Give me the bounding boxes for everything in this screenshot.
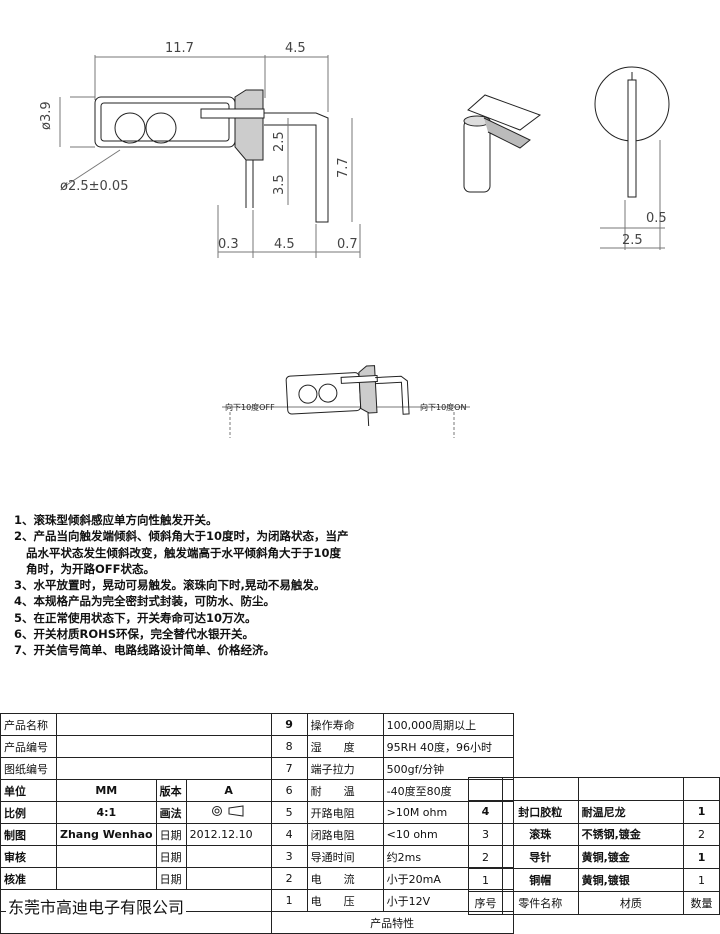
date-value: 2012.12.10 bbox=[185, 823, 272, 846]
part-no: 4 bbox=[468, 799, 503, 824]
parts-header-material: 材质 bbox=[577, 890, 685, 915]
dim-diameter: ø3.9 bbox=[39, 101, 54, 130]
spec-no: 3 bbox=[270, 845, 308, 868]
dim-11-7: 11.7 bbox=[165, 41, 194, 56]
part-material: 耐温尼龙 bbox=[577, 799, 685, 824]
spec-footer: 产品特性 bbox=[270, 911, 514, 934]
company-name: 东莞市高迪电子有限公司 bbox=[6, 894, 187, 918]
part-name: 铜帽 bbox=[501, 868, 579, 892]
date-label: 日期 bbox=[155, 845, 187, 868]
approve-value[interactable] bbox=[56, 867, 157, 890]
tilt-off-label: 向下10度OFF bbox=[225, 402, 275, 412]
scale-value: 4:1 bbox=[56, 801, 157, 824]
parts-header-qty: 数量 bbox=[683, 890, 720, 915]
spec-value: 500gf/分钟 bbox=[382, 757, 514, 780]
dim-2-5: 2.5 bbox=[272, 131, 287, 152]
unit-label: 单位 bbox=[0, 779, 57, 802]
part-qty: 1 bbox=[683, 868, 720, 892]
approve-label: 核准 bbox=[0, 867, 57, 890]
perspective-view bbox=[463, 94, 542, 193]
check-value[interactable] bbox=[56, 845, 157, 868]
product-code-value[interactable] bbox=[56, 735, 272, 758]
unit-value: MM bbox=[56, 779, 157, 802]
part-qty: 2 bbox=[683, 822, 720, 847]
spec-name: 端子拉力 bbox=[306, 757, 384, 780]
approve-date-value[interactable] bbox=[185, 867, 272, 890]
dim-2-5-side: 2.5 bbox=[622, 233, 643, 248]
spec-name: 耐 温 bbox=[306, 779, 384, 802]
spec-no: 7 bbox=[270, 757, 308, 780]
dim-4-5-bottom: 4.5 bbox=[274, 237, 295, 252]
version-value: A bbox=[185, 779, 272, 802]
spec-no: 2 bbox=[270, 867, 308, 890]
spec-name: 开路电阻 bbox=[306, 801, 384, 824]
product-name-value[interactable] bbox=[56, 713, 272, 736]
notes: 1、滚珠型倾斜感应单方向性触发开关。 2、产品当向触发端倾斜、倾斜角大于10度时… bbox=[14, 512, 484, 659]
note-item: 3、水平放置时，晃动可易触发。滚珠向下时,晃动不易触发。 bbox=[14, 578, 326, 593]
projection-symbol-icon bbox=[185, 801, 272, 824]
spec-name: 湿 度 bbox=[306, 735, 384, 758]
part-no: 1 bbox=[468, 868, 503, 892]
part-qty: 1 bbox=[683, 845, 720, 870]
note-item: 5、在正常使用状态下，开关寿命可达10万次。 bbox=[14, 610, 257, 625]
part-name: 滚珠 bbox=[501, 822, 579, 847]
spec-value: 100,000周期以上 bbox=[382, 713, 514, 736]
part-no: 2 bbox=[468, 845, 503, 870]
spec-name: 导通时间 bbox=[306, 845, 384, 868]
drawing-code-label: 图纸编号 bbox=[0, 757, 57, 780]
spec-no: 8 bbox=[270, 735, 308, 758]
spec-no: 4 bbox=[270, 823, 308, 846]
part-no: 3 bbox=[468, 822, 503, 847]
parts-header-no: 序号 bbox=[468, 890, 503, 915]
date-label: 日期 bbox=[155, 867, 187, 890]
date-label: 日期 bbox=[155, 823, 187, 846]
tilt-diagram bbox=[222, 365, 470, 438]
note-item: 6、开关材质ROHS环保，完全替代水银开关。 bbox=[14, 627, 255, 642]
drawing-code-value[interactable] bbox=[56, 757, 272, 780]
note-item: 1、滚珠型倾斜感应单方向性触发开关。 bbox=[14, 513, 218, 527]
version-label: 版本 bbox=[155, 779, 187, 802]
check-date-value[interactable] bbox=[185, 845, 272, 868]
note-item: 7、开关信号简单、电路线路设计简单、价格经济。 bbox=[14, 643, 275, 658]
spec-name: 操作寿命 bbox=[306, 713, 384, 736]
tilt-on-label: 向下10度ON bbox=[420, 402, 466, 412]
product-code-label: 产品编号 bbox=[0, 735, 57, 758]
spec-name: 闭路电阻 bbox=[306, 823, 384, 846]
dim-4-5-top: 4.5 bbox=[285, 41, 306, 56]
drawn-value: Zhang Wenhao bbox=[56, 823, 157, 846]
part-material: 黄铜,镀银 bbox=[577, 868, 685, 892]
spec-value: 95RH 40度，96小时 bbox=[382, 735, 514, 758]
check-label: 审核 bbox=[0, 845, 57, 868]
front-view bbox=[59, 55, 361, 258]
spec-name: 电 流 bbox=[306, 867, 384, 890]
dim-7-7: 7.7 bbox=[336, 157, 351, 178]
dim-ball-diameter: ø2.5±0.05 bbox=[60, 179, 128, 194]
spec-name: 电 压 bbox=[306, 889, 384, 912]
dim-0-3: 0.3 bbox=[218, 237, 239, 252]
part-material: 不锈钢,镀金 bbox=[577, 822, 685, 847]
part-name: 导针 bbox=[501, 845, 579, 870]
method-label: 画法 bbox=[155, 801, 187, 824]
side-view bbox=[594, 66, 670, 250]
product-name-label: 产品名称 bbox=[0, 713, 57, 736]
part-material: 黄铜,镀金 bbox=[577, 845, 685, 870]
part-qty: 1 bbox=[683, 799, 720, 824]
note-item: 2、产品当向触发端倾斜、倾斜角大于10度时，为闭路状态，当产 品水平状态发生倾斜… bbox=[14, 529, 349, 576]
technical-drawing: 11.7 4.5 ø3.9 ø2.5±0.05 2.5 3.5 7.7 0.3 … bbox=[39, 41, 670, 438]
spec-no: 5 bbox=[270, 801, 308, 824]
drawn-label: 制图 bbox=[0, 823, 57, 846]
dim-3-5: 3.5 bbox=[272, 174, 287, 195]
parts-table: 4 封口胶粒 耐温尼龙 1 3 滚珠 不锈钢,镀金 2 2 导针 黄铜,镀金 1… bbox=[468, 777, 720, 915]
parts-header-name: 零件名称 bbox=[501, 890, 579, 915]
spec-no: 1 bbox=[270, 889, 308, 912]
spec-no: 6 bbox=[270, 779, 308, 802]
dim-0-7: 0.7 bbox=[337, 237, 358, 252]
spec-no: 9 bbox=[270, 713, 308, 736]
part-name: 封口胶粒 bbox=[501, 799, 579, 824]
note-item: 4、本规格产品为完全密封式封装，可防水、防尘。 bbox=[14, 594, 275, 609]
dim-0-5: 0.5 bbox=[646, 211, 667, 226]
scale-label: 比例 bbox=[0, 801, 57, 824]
